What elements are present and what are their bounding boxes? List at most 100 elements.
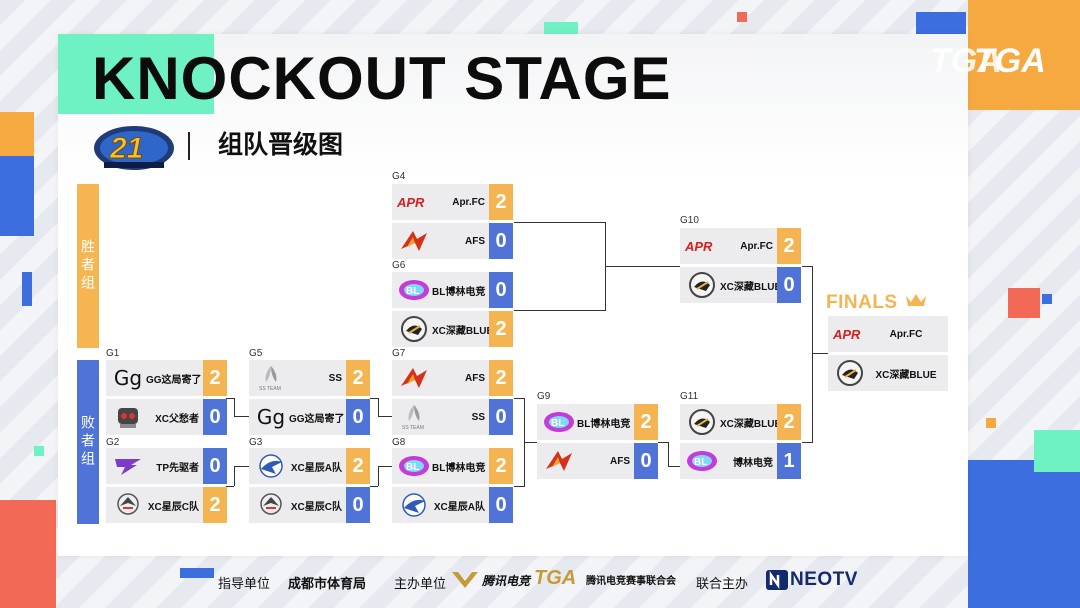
team-row-g9-2: AFS 0 bbox=[537, 443, 658, 479]
svg-text:SS TEAM: SS TEAM bbox=[259, 386, 281, 392]
team-score: 2 bbox=[777, 228, 801, 264]
blue-team-logo-icon bbox=[684, 271, 720, 299]
svg-text:APR: APR bbox=[685, 239, 713, 253]
team-name: SS bbox=[471, 411, 485, 423]
team-name: AFS bbox=[465, 235, 485, 247]
team-score: 0 bbox=[634, 443, 658, 479]
title-mint-block bbox=[58, 34, 214, 114]
match-label-g3: G3 bbox=[249, 437, 263, 448]
apr-team-logo-icon: APR bbox=[396, 188, 432, 216]
ss-team-logo-icon: SS TEAM bbox=[253, 364, 289, 392]
footer-host-tencent: 腾讯电竞 bbox=[482, 574, 531, 588]
team-row-final-2: XC深藏BLUE bbox=[828, 355, 948, 391]
team-name: AFS bbox=[465, 372, 485, 384]
match-label-g6: G6 bbox=[392, 260, 406, 271]
team-name: TP先驱者 bbox=[156, 462, 199, 474]
footer-host-tga: TGA bbox=[534, 567, 577, 589]
svg-text:TGA: TGA bbox=[930, 42, 1002, 78]
svg-text:APR: APR bbox=[397, 195, 425, 209]
team-score: 2 bbox=[489, 311, 513, 347]
deco-orange-right bbox=[968, 0, 1080, 110]
team-name: GG这局寄了 bbox=[146, 374, 202, 386]
deco-coral-top bbox=[737, 12, 747, 22]
tp-team-logo-icon bbox=[110, 452, 146, 480]
apr-team-logo-icon: APR bbox=[832, 320, 868, 348]
xc-fuchou-team-logo-icon bbox=[110, 403, 146, 431]
bl-team-logo-icon: BL bbox=[541, 408, 577, 436]
gg-team-logo-icon: Gg bbox=[113, 366, 143, 390]
team-name: BL博林电竞 bbox=[577, 418, 631, 430]
match-label-g9: G9 bbox=[537, 391, 551, 402]
team-score: 2 bbox=[489, 448, 513, 484]
team-row-g3-2: XC星辰C队 0 bbox=[249, 487, 370, 523]
gg-team-logo-icon: Gg bbox=[256, 405, 286, 429]
svg-text:21: 21 bbox=[109, 132, 143, 165]
team-row-g2-2: XC星辰C队 2 bbox=[106, 487, 227, 523]
team-name: SS bbox=[328, 372, 342, 384]
bird-team-logo-icon bbox=[253, 452, 289, 480]
losers-group-label: 败者组 bbox=[77, 360, 99, 524]
deco-mint-right bbox=[1034, 430, 1080, 472]
team-score: 2 bbox=[203, 487, 227, 523]
svg-text:BL: BL bbox=[694, 457, 707, 468]
bl-team-logo-icon: BL bbox=[396, 276, 432, 304]
bl-team-logo-icon: BL bbox=[684, 447, 720, 475]
svg-text:BL: BL bbox=[551, 418, 564, 429]
game-emblem-logo: 21 bbox=[90, 118, 178, 174]
ss-team-logo-icon: SS TEAM bbox=[396, 403, 432, 431]
team-name: XC父愁者 bbox=[155, 413, 199, 425]
afs-team-logo-icon bbox=[396, 364, 432, 392]
deco-blue-bottom bbox=[180, 568, 214, 578]
footer-host-label: 主办单位 bbox=[394, 576, 447, 591]
svg-text:BL: BL bbox=[406, 462, 419, 473]
team-name: BL博林电竞 bbox=[432, 286, 486, 298]
deco-mint-top bbox=[544, 22, 578, 34]
team-name: XC深藏BLUE bbox=[432, 325, 489, 337]
afs-team-logo-icon bbox=[396, 227, 432, 255]
match-label-g10: G10 bbox=[680, 215, 699, 226]
finals-title: FINALS bbox=[826, 292, 927, 314]
team-name: AFS bbox=[610, 455, 630, 467]
deco-orange-small bbox=[986, 418, 996, 428]
deco-blue-dash bbox=[22, 272, 32, 306]
team-name: XC星辰C队 bbox=[147, 501, 199, 513]
bird-team-logo-icon bbox=[396, 491, 432, 519]
svg-text:SS TEAM: SS TEAM bbox=[402, 425, 424, 431]
team-score: 2 bbox=[346, 360, 370, 396]
match-label-g4: G4 bbox=[392, 171, 406, 182]
blue-team-logo-icon bbox=[396, 315, 432, 343]
team-score: 0 bbox=[489, 487, 513, 523]
deco-orange-left bbox=[0, 112, 34, 156]
footer-guide-label: 指导单位 bbox=[218, 576, 271, 591]
team-score: 0 bbox=[346, 399, 370, 435]
deco-blue-right bbox=[968, 460, 1080, 608]
match-label-g5: G5 bbox=[249, 348, 263, 359]
footer-guide-value: 成都市体育局 bbox=[288, 576, 367, 591]
deco-mint-bottom bbox=[34, 446, 44, 456]
team-score: 0 bbox=[346, 487, 370, 523]
team-name: XC星辰C队 bbox=[290, 501, 342, 513]
neotv-icon bbox=[766, 570, 788, 595]
subtitle-divider bbox=[188, 132, 190, 160]
xc-xingchen-team-logo-icon bbox=[110, 491, 146, 519]
svg-text:BL: BL bbox=[406, 286, 419, 297]
footer-host-assoc: 腾讯电竞赛事联合会 bbox=[586, 576, 676, 587]
team-score: 2 bbox=[777, 404, 801, 440]
team-name: BL博林电竞 bbox=[432, 462, 486, 474]
team-score: 0 bbox=[777, 267, 801, 303]
team-name: XC深藏BLUE bbox=[875, 369, 937, 381]
page-subtitle: 组队晋级图 bbox=[218, 131, 344, 159]
team-name: XC星辰A队 bbox=[290, 462, 342, 474]
